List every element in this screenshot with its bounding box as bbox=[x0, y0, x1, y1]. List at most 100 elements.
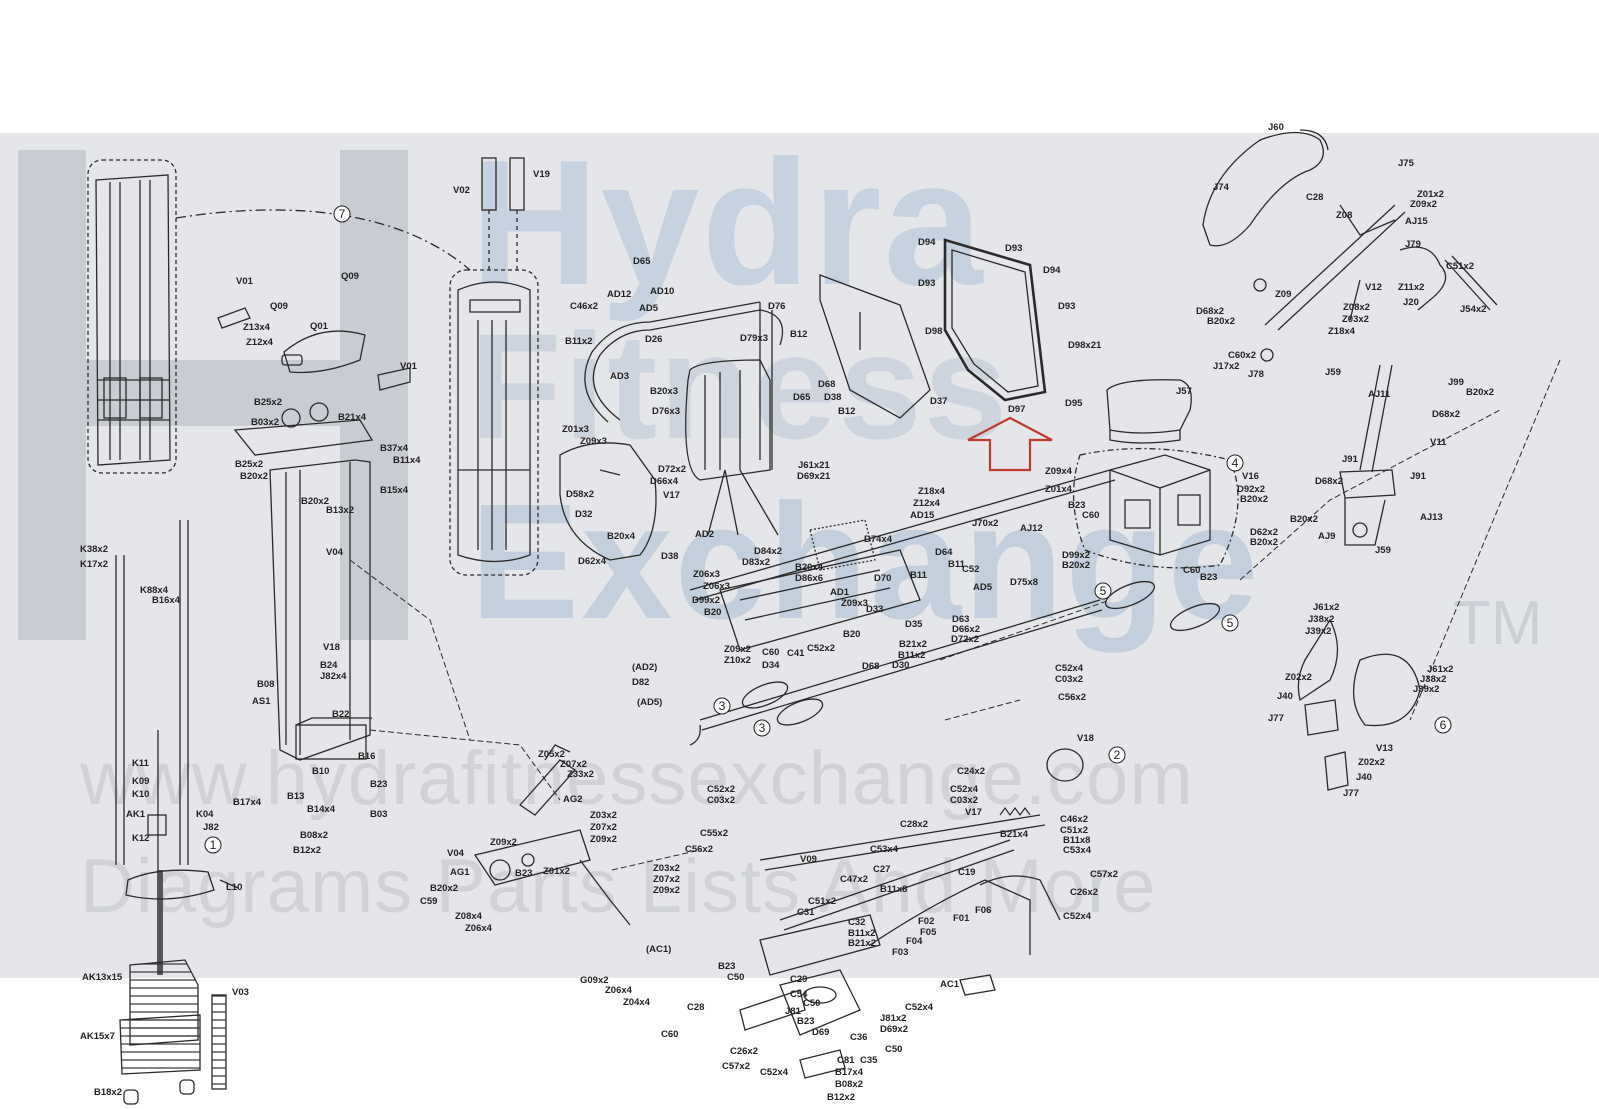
part-label: D98 bbox=[925, 326, 943, 337]
part-label: Z10x2 bbox=[724, 655, 751, 666]
part-label: D35 bbox=[905, 619, 923, 630]
part-label: Q09 bbox=[270, 301, 288, 312]
part-label: Z12x4 bbox=[913, 498, 940, 509]
part-label: (AC1) bbox=[646, 944, 672, 955]
part-label: AD3 bbox=[610, 371, 630, 382]
part-label: C51x2 bbox=[808, 896, 836, 907]
callout-3a: 3 bbox=[713, 697, 731, 715]
part-label: D58x2 bbox=[566, 489, 594, 500]
guide-rail-center bbox=[689, 469, 1116, 746]
part-label: Z08 bbox=[1336, 210, 1353, 221]
assembly-leaders bbox=[349, 359, 1561, 871]
part-label: AD15 bbox=[910, 510, 935, 521]
part-label: D76x3 bbox=[652, 406, 680, 417]
part-label: Z12x4 bbox=[246, 337, 273, 348]
part-label: B20x2 bbox=[1466, 387, 1494, 398]
part-label: V11 bbox=[1430, 437, 1447, 448]
part-label: C41 bbox=[787, 648, 805, 659]
seat-rail-platform bbox=[719, 519, 921, 651]
part-label: B25x2 bbox=[254, 397, 282, 408]
part-label: D93 bbox=[1005, 243, 1023, 254]
part-label: V02 bbox=[453, 185, 470, 196]
part-label: Z18x4 bbox=[1328, 326, 1355, 337]
part-label: B20x4 bbox=[607, 531, 635, 542]
part-label: B25x2 bbox=[235, 459, 263, 470]
svg-text:1: 1 bbox=[210, 838, 217, 852]
part-label: F02 bbox=[918, 916, 935, 927]
base-frame-bottom bbox=[739, 875, 1061, 1079]
part-label: B17x4 bbox=[835, 1067, 863, 1078]
part-label: Q09 bbox=[341, 271, 359, 282]
part-label: J78 bbox=[1248, 369, 1264, 380]
part-label: AG1 bbox=[450, 867, 470, 878]
part-label: V12 bbox=[1365, 282, 1382, 293]
assembly-7-leader bbox=[175, 209, 471, 271]
part-label: B20x3 bbox=[650, 386, 678, 397]
part-label: K12 bbox=[132, 833, 150, 844]
part-label: Z07x2 bbox=[653, 874, 680, 885]
part-label: B12x2 bbox=[827, 1092, 855, 1103]
part-label: B20x2 bbox=[1207, 316, 1235, 327]
part-label: B21x4 bbox=[1000, 829, 1028, 840]
part-label: C60 bbox=[1082, 510, 1100, 521]
part-label: C50 bbox=[803, 998, 821, 1009]
part-label: K10 bbox=[132, 789, 150, 800]
arm-handle-frame bbox=[559, 301, 784, 561]
part-label: K11 bbox=[132, 758, 149, 769]
part-label: C52x4 bbox=[1055, 663, 1083, 674]
part-label: D64 bbox=[935, 547, 953, 558]
part-label: F03 bbox=[892, 947, 909, 958]
part-label: Z03x2 bbox=[653, 863, 680, 874]
svg-text:3: 3 bbox=[759, 721, 766, 735]
callout-1: 1 bbox=[204, 836, 222, 854]
part-label: Z08x2 bbox=[1343, 302, 1370, 313]
part-label: J91 bbox=[1342, 454, 1358, 465]
part-label: J61x21 bbox=[798, 460, 830, 471]
part-label: J74 bbox=[1213, 182, 1229, 193]
foot-lever-assembly bbox=[1297, 364, 1421, 791]
part-label: B22 bbox=[332, 709, 350, 720]
part-label: C19 bbox=[958, 867, 976, 878]
part-label: AK13x15 bbox=[82, 972, 123, 983]
part-label: B16x4 bbox=[152, 595, 180, 606]
part-label: B08x2 bbox=[300, 830, 328, 841]
part-label: B11 bbox=[948, 559, 965, 570]
part-label: C52x4 bbox=[760, 1067, 788, 1078]
svg-text:7: 7 bbox=[339, 207, 346, 221]
part-label: C31 bbox=[797, 907, 815, 918]
part-label: J70x2 bbox=[972, 518, 999, 529]
part-label: B03x2 bbox=[251, 417, 279, 428]
part-label: Z01x2 bbox=[1417, 189, 1444, 200]
part-label: D99x2 bbox=[1062, 550, 1090, 561]
part-label: C46x2 bbox=[1060, 814, 1088, 825]
part-label: B23 bbox=[370, 779, 388, 790]
svg-text:2: 2 bbox=[1114, 748, 1121, 762]
part-label: C53x4 bbox=[1063, 845, 1091, 856]
part-label: C52x2 bbox=[707, 784, 735, 795]
part-label: D79x3 bbox=[740, 333, 768, 344]
part-label: F06 bbox=[975, 905, 992, 916]
part-label: B24 bbox=[320, 660, 338, 671]
part-label: B20 bbox=[843, 629, 861, 640]
part-label: C56x2 bbox=[1058, 692, 1086, 703]
part-label: C03x2 bbox=[707, 795, 735, 806]
part-label: D75x8 bbox=[1010, 577, 1038, 588]
part-label: D84x2 bbox=[754, 546, 782, 557]
part-label: J38x2 bbox=[1420, 674, 1447, 685]
part-label: Z01x4 bbox=[1045, 484, 1072, 495]
part-label: C51x2 bbox=[1446, 261, 1474, 272]
part-label: Z09x2 bbox=[590, 834, 617, 845]
part-label: D72x2 bbox=[951, 634, 979, 645]
part-label: B21x2 bbox=[848, 938, 876, 949]
part-label: B20x2 bbox=[301, 496, 329, 507]
part-label: C51x2 bbox=[1060, 825, 1088, 836]
svg-text:6: 6 bbox=[1440, 718, 1447, 732]
part-label: D63 bbox=[952, 614, 970, 625]
callout-5a: 5 bbox=[1094, 582, 1112, 600]
part-label: J40 bbox=[1356, 772, 1372, 783]
part-label: K88x4 bbox=[140, 585, 168, 596]
part-label: V03 bbox=[232, 987, 249, 998]
part-label: D94 bbox=[1043, 265, 1061, 276]
back-pad-plate bbox=[819, 274, 931, 419]
part-label: AJ12 bbox=[1020, 523, 1043, 534]
